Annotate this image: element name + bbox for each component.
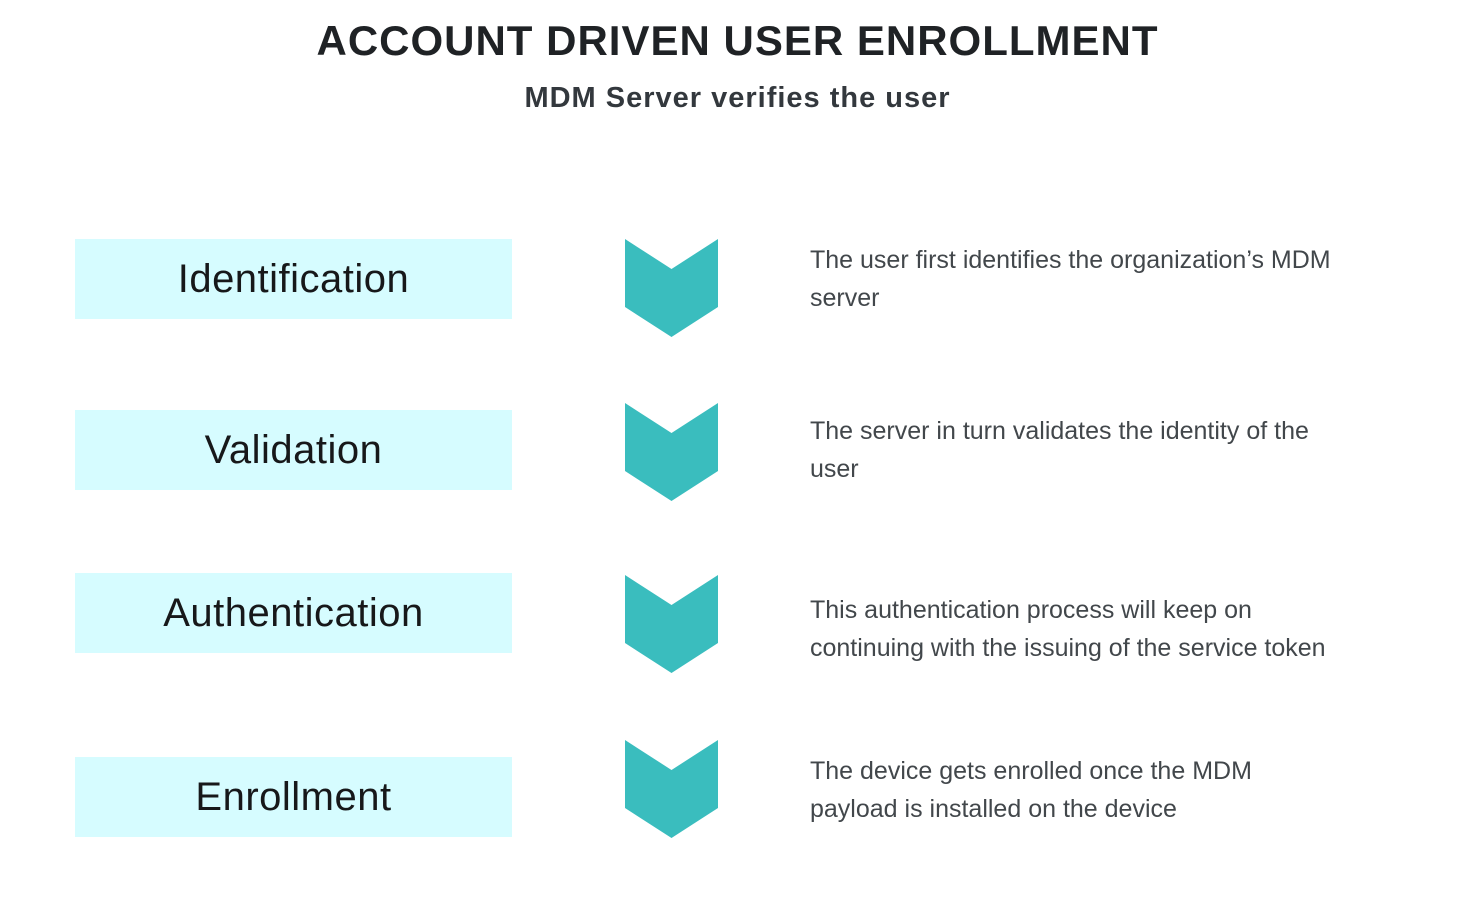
page-title: ACCOUNT DRIVEN USER ENROLLMENT: [316, 17, 1159, 64]
step-label: Validation: [204, 427, 383, 472]
page-subtitle: MDM Server verifies the user: [524, 82, 951, 114]
step-label-box: Authentication: [75, 573, 512, 653]
step-description: The server in turn validates the identit…: [810, 417, 1309, 483]
step-description: The user first identifies the organizati…: [810, 246, 1331, 312]
chevron-down-icon: [625, 403, 718, 501]
step-label: Identification: [177, 256, 410, 301]
chevron-down-icon: [625, 239, 718, 337]
step-label-box: Enrollment: [75, 757, 512, 837]
step-description: This authentication process will keep on…: [810, 596, 1326, 662]
step-label: Enrollment: [195, 774, 392, 819]
chevron-down-icon: [625, 740, 718, 838]
step-description: The device gets enrolled once the MDM pa…: [810, 757, 1252, 823]
diagram-header: ACCOUNT DRIVEN USER ENROLLMENT MDM Serve…: [0, 20, 1475, 113]
step-label-box: Identification: [75, 239, 512, 319]
step-label: Authentication: [163, 590, 424, 635]
step-label-box: Validation: [75, 410, 512, 490]
chevron-down-icon: [625, 575, 718, 673]
